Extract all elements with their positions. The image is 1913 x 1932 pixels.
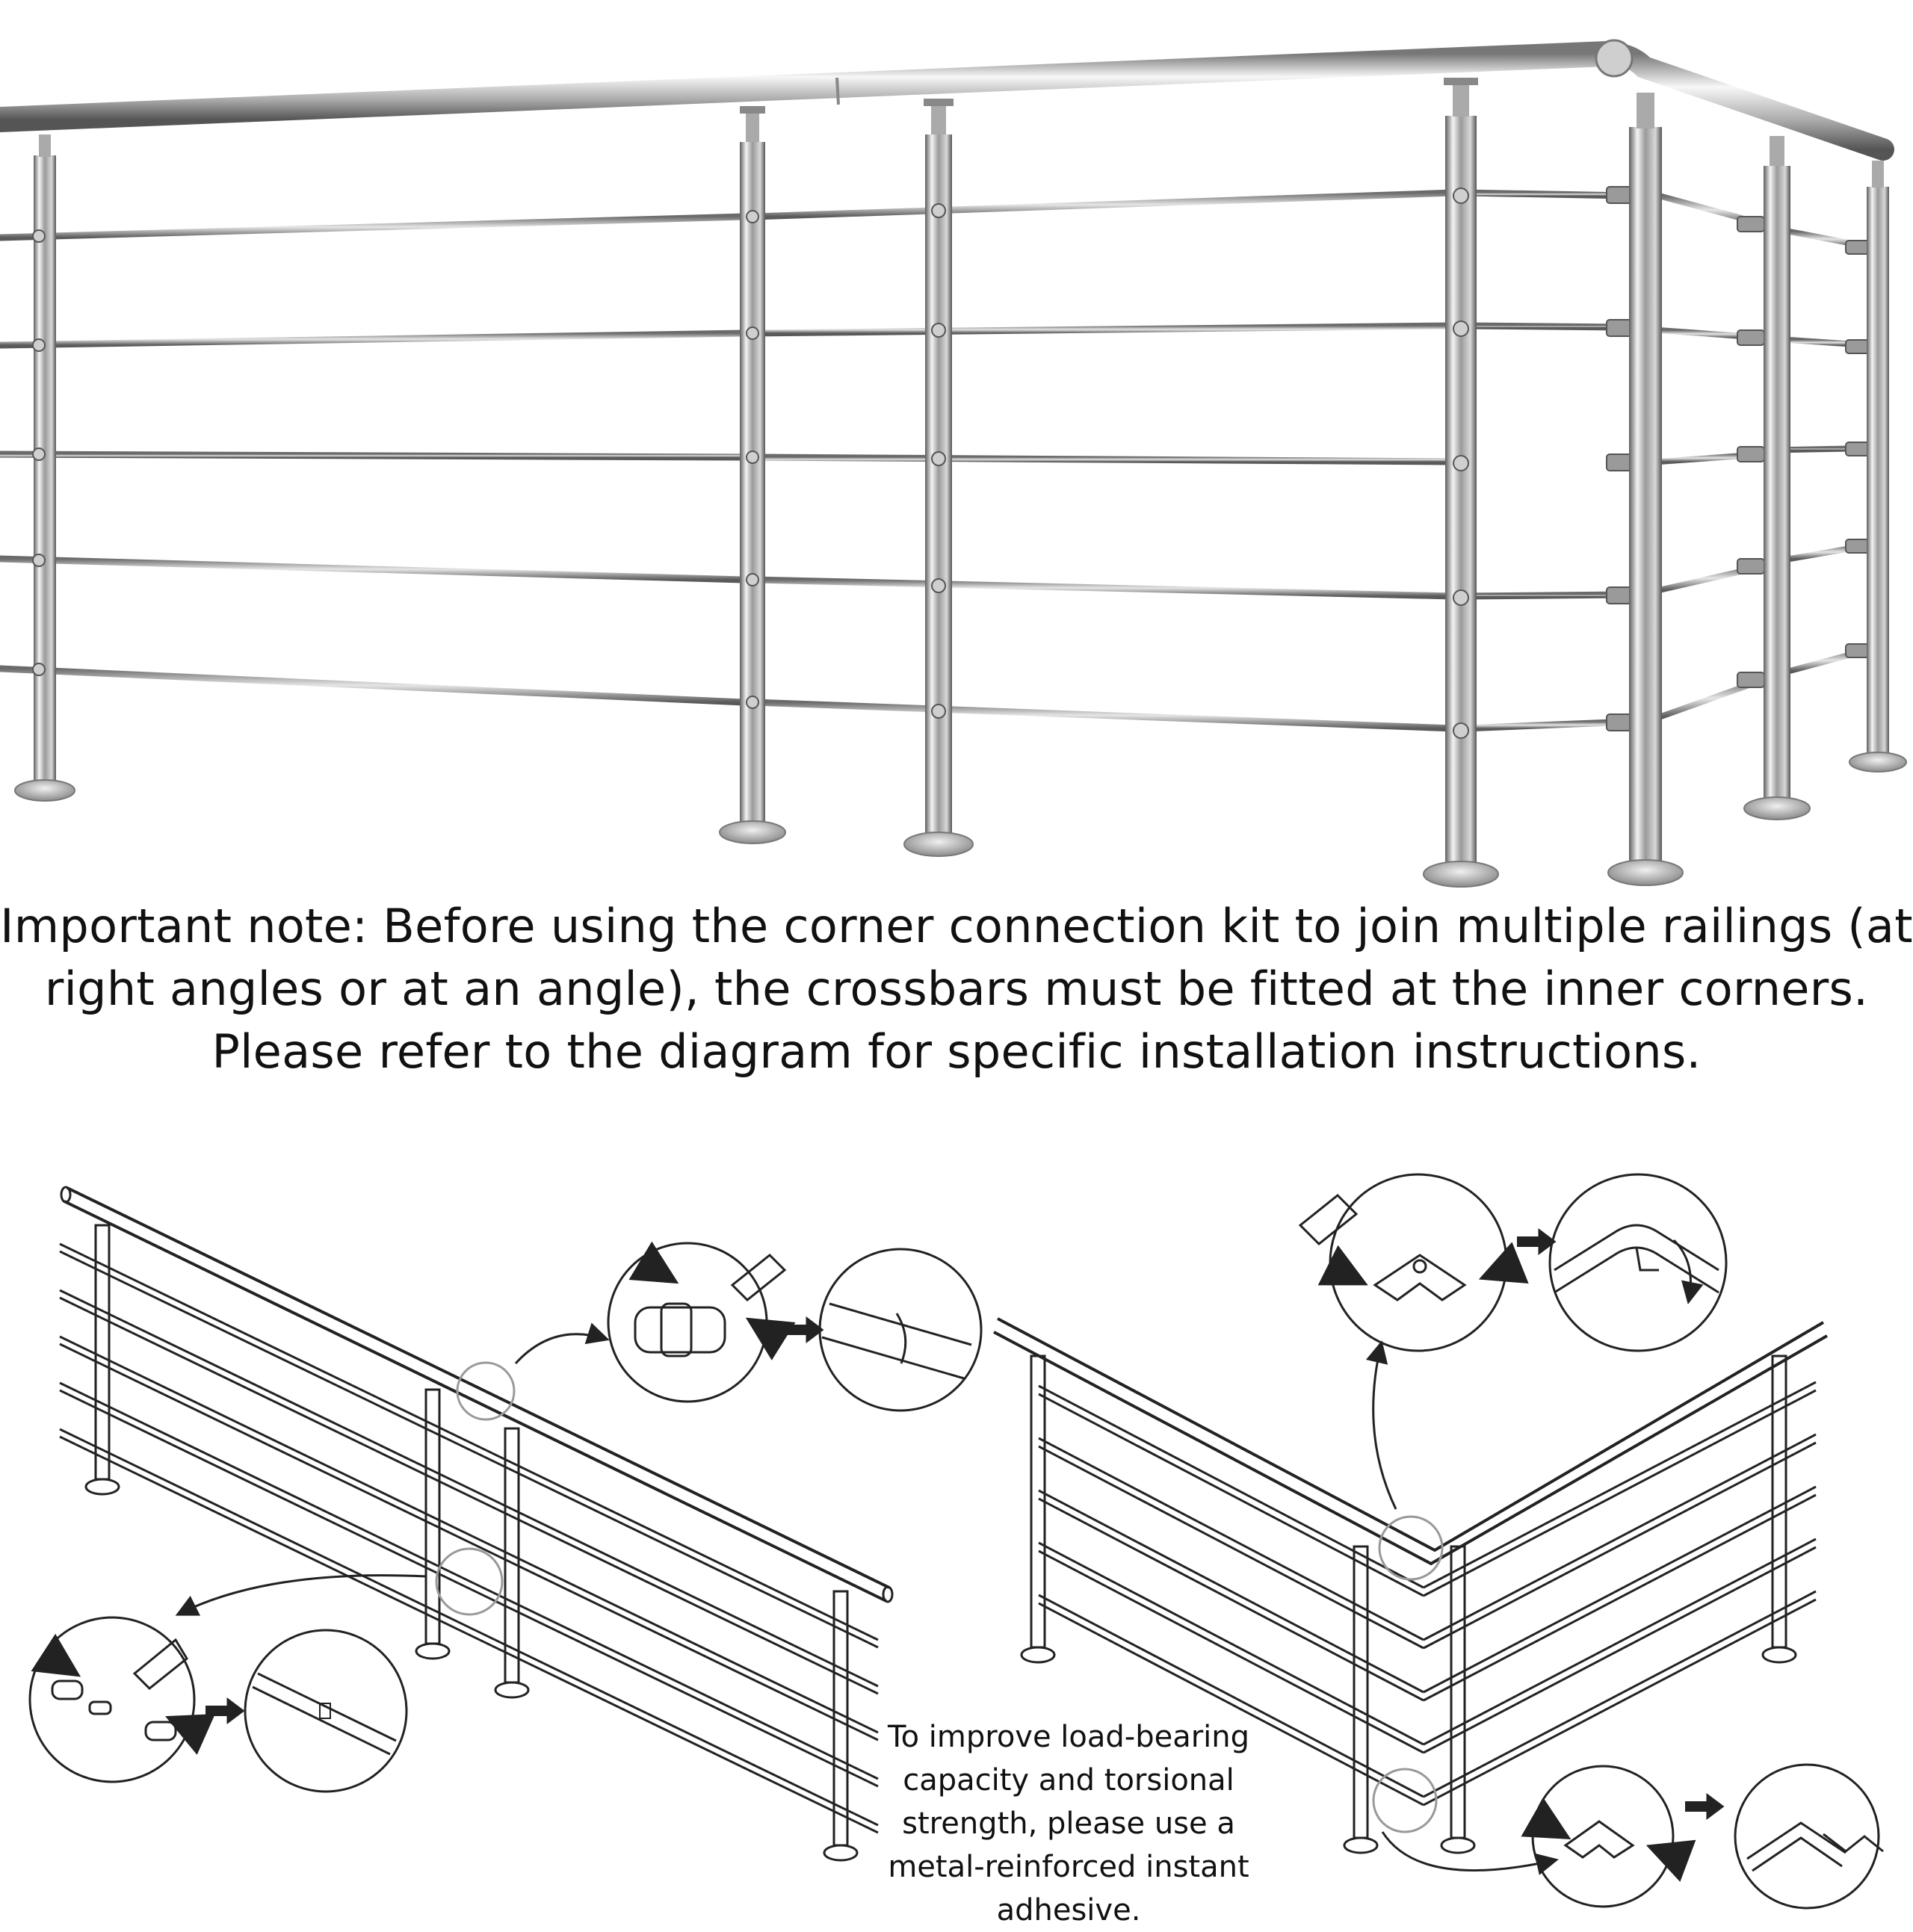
post-5-corner xyxy=(1607,93,1684,886)
glue-tube-icon xyxy=(1298,1193,1359,1246)
crossbar-joined-result xyxy=(244,1629,408,1793)
post-4 xyxy=(1423,78,1499,888)
corner-elbow-result xyxy=(1548,1173,1728,1352)
arrow-to-result-4 xyxy=(1685,1793,1725,1820)
post-1 xyxy=(14,134,75,802)
post-7 xyxy=(1849,161,1907,773)
adhesive-tip-text: To improve load-bearing capacity and tor… xyxy=(887,1720,1250,1928)
corner-railing-drawing xyxy=(993,1317,1828,1875)
corner-elbow-detail xyxy=(1298,1173,1529,1352)
crossbars-left-section xyxy=(0,213,747,706)
glue-tube-icon xyxy=(132,1638,188,1691)
installation-diagram xyxy=(28,1173,1884,1910)
straight-railing-drawing xyxy=(59,1186,894,1862)
post-3 xyxy=(903,99,974,857)
corner-crossbar-result xyxy=(1734,1763,1884,1910)
crossbars-middle-section xyxy=(751,189,1633,732)
corner-crossbar-detail xyxy=(1521,1765,1696,1908)
post-6 xyxy=(1743,136,1811,820)
arrow-to-result-3 xyxy=(1517,1228,1557,1255)
handrail-connector-detail xyxy=(607,1241,796,1403)
bar-holders xyxy=(32,188,1469,739)
post-2 xyxy=(719,106,786,844)
arrow-to-result-2 xyxy=(205,1697,245,1724)
railing-photo xyxy=(0,39,1907,888)
glue-tube-icon xyxy=(730,1253,787,1302)
handrail xyxy=(0,39,1894,161)
important-note: Important note: Before using the corner … xyxy=(0,899,1913,1079)
arrow-to-result-1 xyxy=(781,1316,824,1343)
posts xyxy=(14,78,1907,888)
handrail-joined-result xyxy=(818,1248,983,1412)
crossbar-connector-detail xyxy=(28,1616,216,1783)
